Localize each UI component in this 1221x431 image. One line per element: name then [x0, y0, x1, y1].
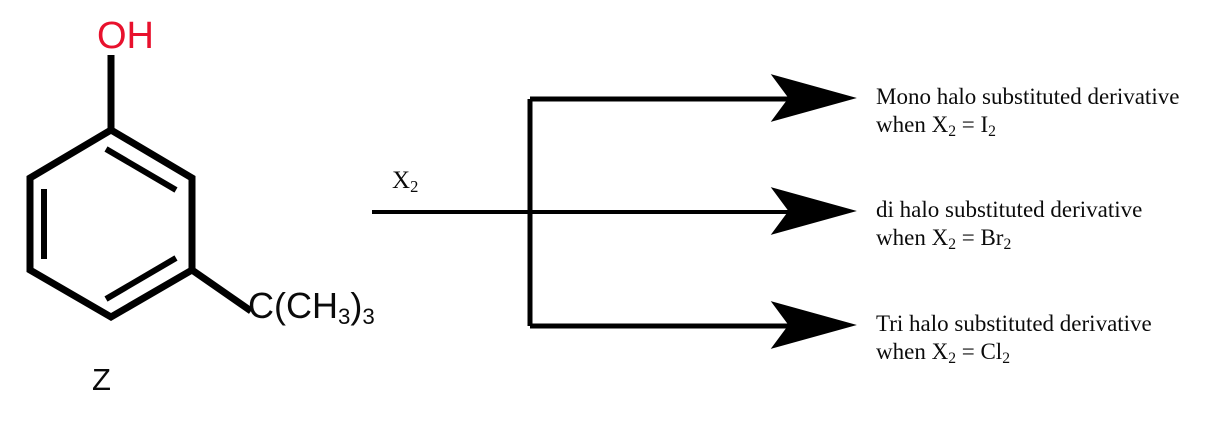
product-3-halogen-subscript: 2: [1002, 349, 1011, 367]
product-3-when-prefix: when X: [876, 339, 949, 364]
product-1-x-subscript: 2: [948, 122, 956, 140]
tert-butyl-label: C(CH3)3: [248, 288, 375, 329]
tert-butyl-label-paren: ): [350, 285, 363, 326]
reagent-label-x2: X2: [392, 167, 419, 196]
benzene-ring: [26, 125, 196, 322]
product-2-x-subscript: 2: [948, 235, 956, 253]
product-arrow-1: [530, 74, 857, 122]
product-2-when-prefix: when X: [876, 225, 949, 250]
product-3-x-subscript: 2: [948, 349, 956, 367]
compound-label-z-text: Z: [92, 362, 111, 397]
product-3-equals-halogen: = Cl: [956, 339, 1003, 364]
product-2-halogen-subscript: 2: [1003, 235, 1012, 253]
double-bond-upper-right: [104, 146, 178, 193]
product-arrow-3: [530, 301, 857, 349]
product-1-when-prefix: when X: [876, 112, 949, 137]
double-bond-lower-right: [104, 255, 178, 302]
product-description-3-line2: when X2 = Cl2: [876, 338, 1152, 369]
benzene-ring-outline: [26, 125, 196, 322]
product-2-equals-halogen: = Br: [956, 225, 1004, 250]
reagent-label-symbol: X: [392, 167, 411, 194]
product-description-2: di halo substituted derivative when X2 =…: [876, 196, 1142, 255]
hydroxyl-label: OH: [97, 17, 154, 55]
product-description-3: Tri halo substituted derivative when X2 …: [876, 310, 1152, 369]
bond-to-tert-butyl: [190, 267, 253, 314]
product-arrow-3-head: [770, 301, 857, 349]
product-arrow-2-head: [770, 187, 857, 235]
tert-butyl-label-sub2: 3: [362, 303, 375, 329]
product-description-1: Mono halo substituted derivative when X2…: [876, 83, 1179, 142]
product-description-3-line1: Tri halo substituted derivative: [876, 311, 1152, 336]
product-1-halogen-subscript: 2: [988, 122, 996, 140]
product-description-1-line1: Mono halo substituted derivative: [876, 84, 1180, 109]
product-description-1-line2: when X2 = I2: [876, 111, 1179, 142]
product-arrow-2: [770, 187, 857, 235]
tert-butyl-label-main: C(CH: [248, 285, 338, 326]
hydroxyl-label-text: OH: [97, 15, 154, 57]
compound-label-z: Z: [92, 364, 111, 395]
reagent-label-subscript: 2: [410, 176, 419, 196]
product-arrow-1-head: [770, 74, 857, 122]
product-description-2-line2: when X2 = Br2: [876, 224, 1142, 255]
product-1-equals-halogen: = I: [956, 112, 989, 137]
product-description-2-line1: di halo substituted derivative: [876, 197, 1143, 222]
tert-butyl-label-sub1: 3: [337, 303, 351, 329]
reaction-scheme: [372, 74, 857, 349]
